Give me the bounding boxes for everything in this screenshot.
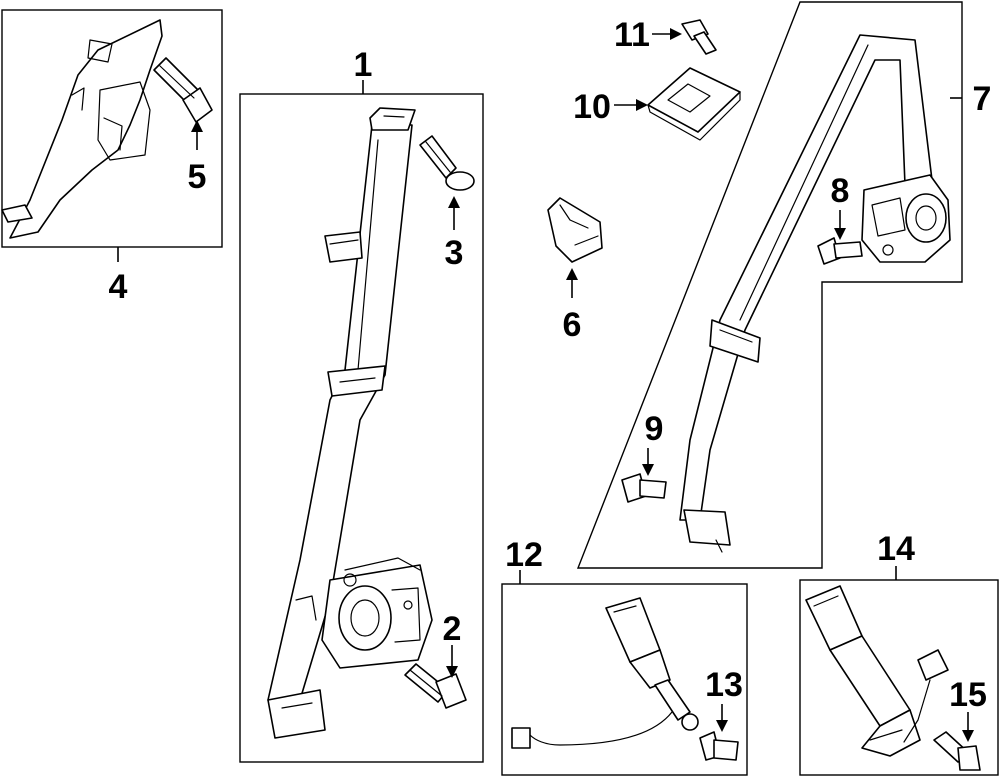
retractor[interactable] (321, 557, 433, 669)
buckle-12[interactable] (511, 597, 699, 749)
bolt-15[interactable] (933, 731, 981, 771)
callout-12: 12 (505, 536, 543, 574)
pillar-trim-cover[interactable] (9, 19, 163, 239)
callout-7: 7 (973, 80, 992, 118)
bolt-9[interactable] (621, 473, 667, 503)
clip-6[interactable] (547, 197, 603, 263)
callout-13: 13 (705, 666, 743, 704)
callout-6: 6 (563, 306, 582, 344)
callout-9: 9 (645, 410, 664, 448)
pillar-trim-panel: 5 4 (1, 9, 223, 306)
cover-10[interactable] (647, 67, 741, 141)
rear-belt-panel: 7 8 9 (576, 1, 992, 569)
front-belt-assembly-panel: 1 3 (239, 46, 484, 763)
loose-parts-group: 11 10 6 (547, 16, 741, 344)
callout-5: 5 (188, 158, 207, 196)
bolt-5[interactable] (153, 57, 213, 123)
callout-10: 10 (573, 88, 611, 126)
callout-4: 4 (109, 268, 128, 306)
panel-14-frame (799, 579, 999, 776)
buckle-14-panel: 14 15 (799, 530, 999, 776)
panel-4-frame (1, 9, 223, 248)
callout-1: 1 (354, 46, 373, 84)
panel-7-frame (576, 1, 963, 569)
callout-2: 2 (443, 610, 462, 648)
callout-11: 11 (614, 16, 650, 54)
panel-1-frame (239, 93, 484, 763)
buckle-14[interactable] (805, 585, 949, 757)
bolt-2[interactable] (404, 663, 467, 709)
bolt-13[interactable] (699, 731, 739, 761)
callout-15: 15 (949, 676, 987, 714)
callout-8: 8 (831, 172, 850, 210)
callout-3: 3 (445, 234, 464, 272)
buckle-12-panel: 12 13 (501, 536, 748, 776)
bolt-3[interactable] (419, 135, 475, 191)
screw-11[interactable] (681, 19, 717, 55)
callout-14: 14 (877, 530, 915, 568)
panel-12-frame (501, 583, 748, 776)
rear-retractor[interactable] (861, 174, 951, 263)
bolt-8[interactable] (817, 237, 863, 265)
